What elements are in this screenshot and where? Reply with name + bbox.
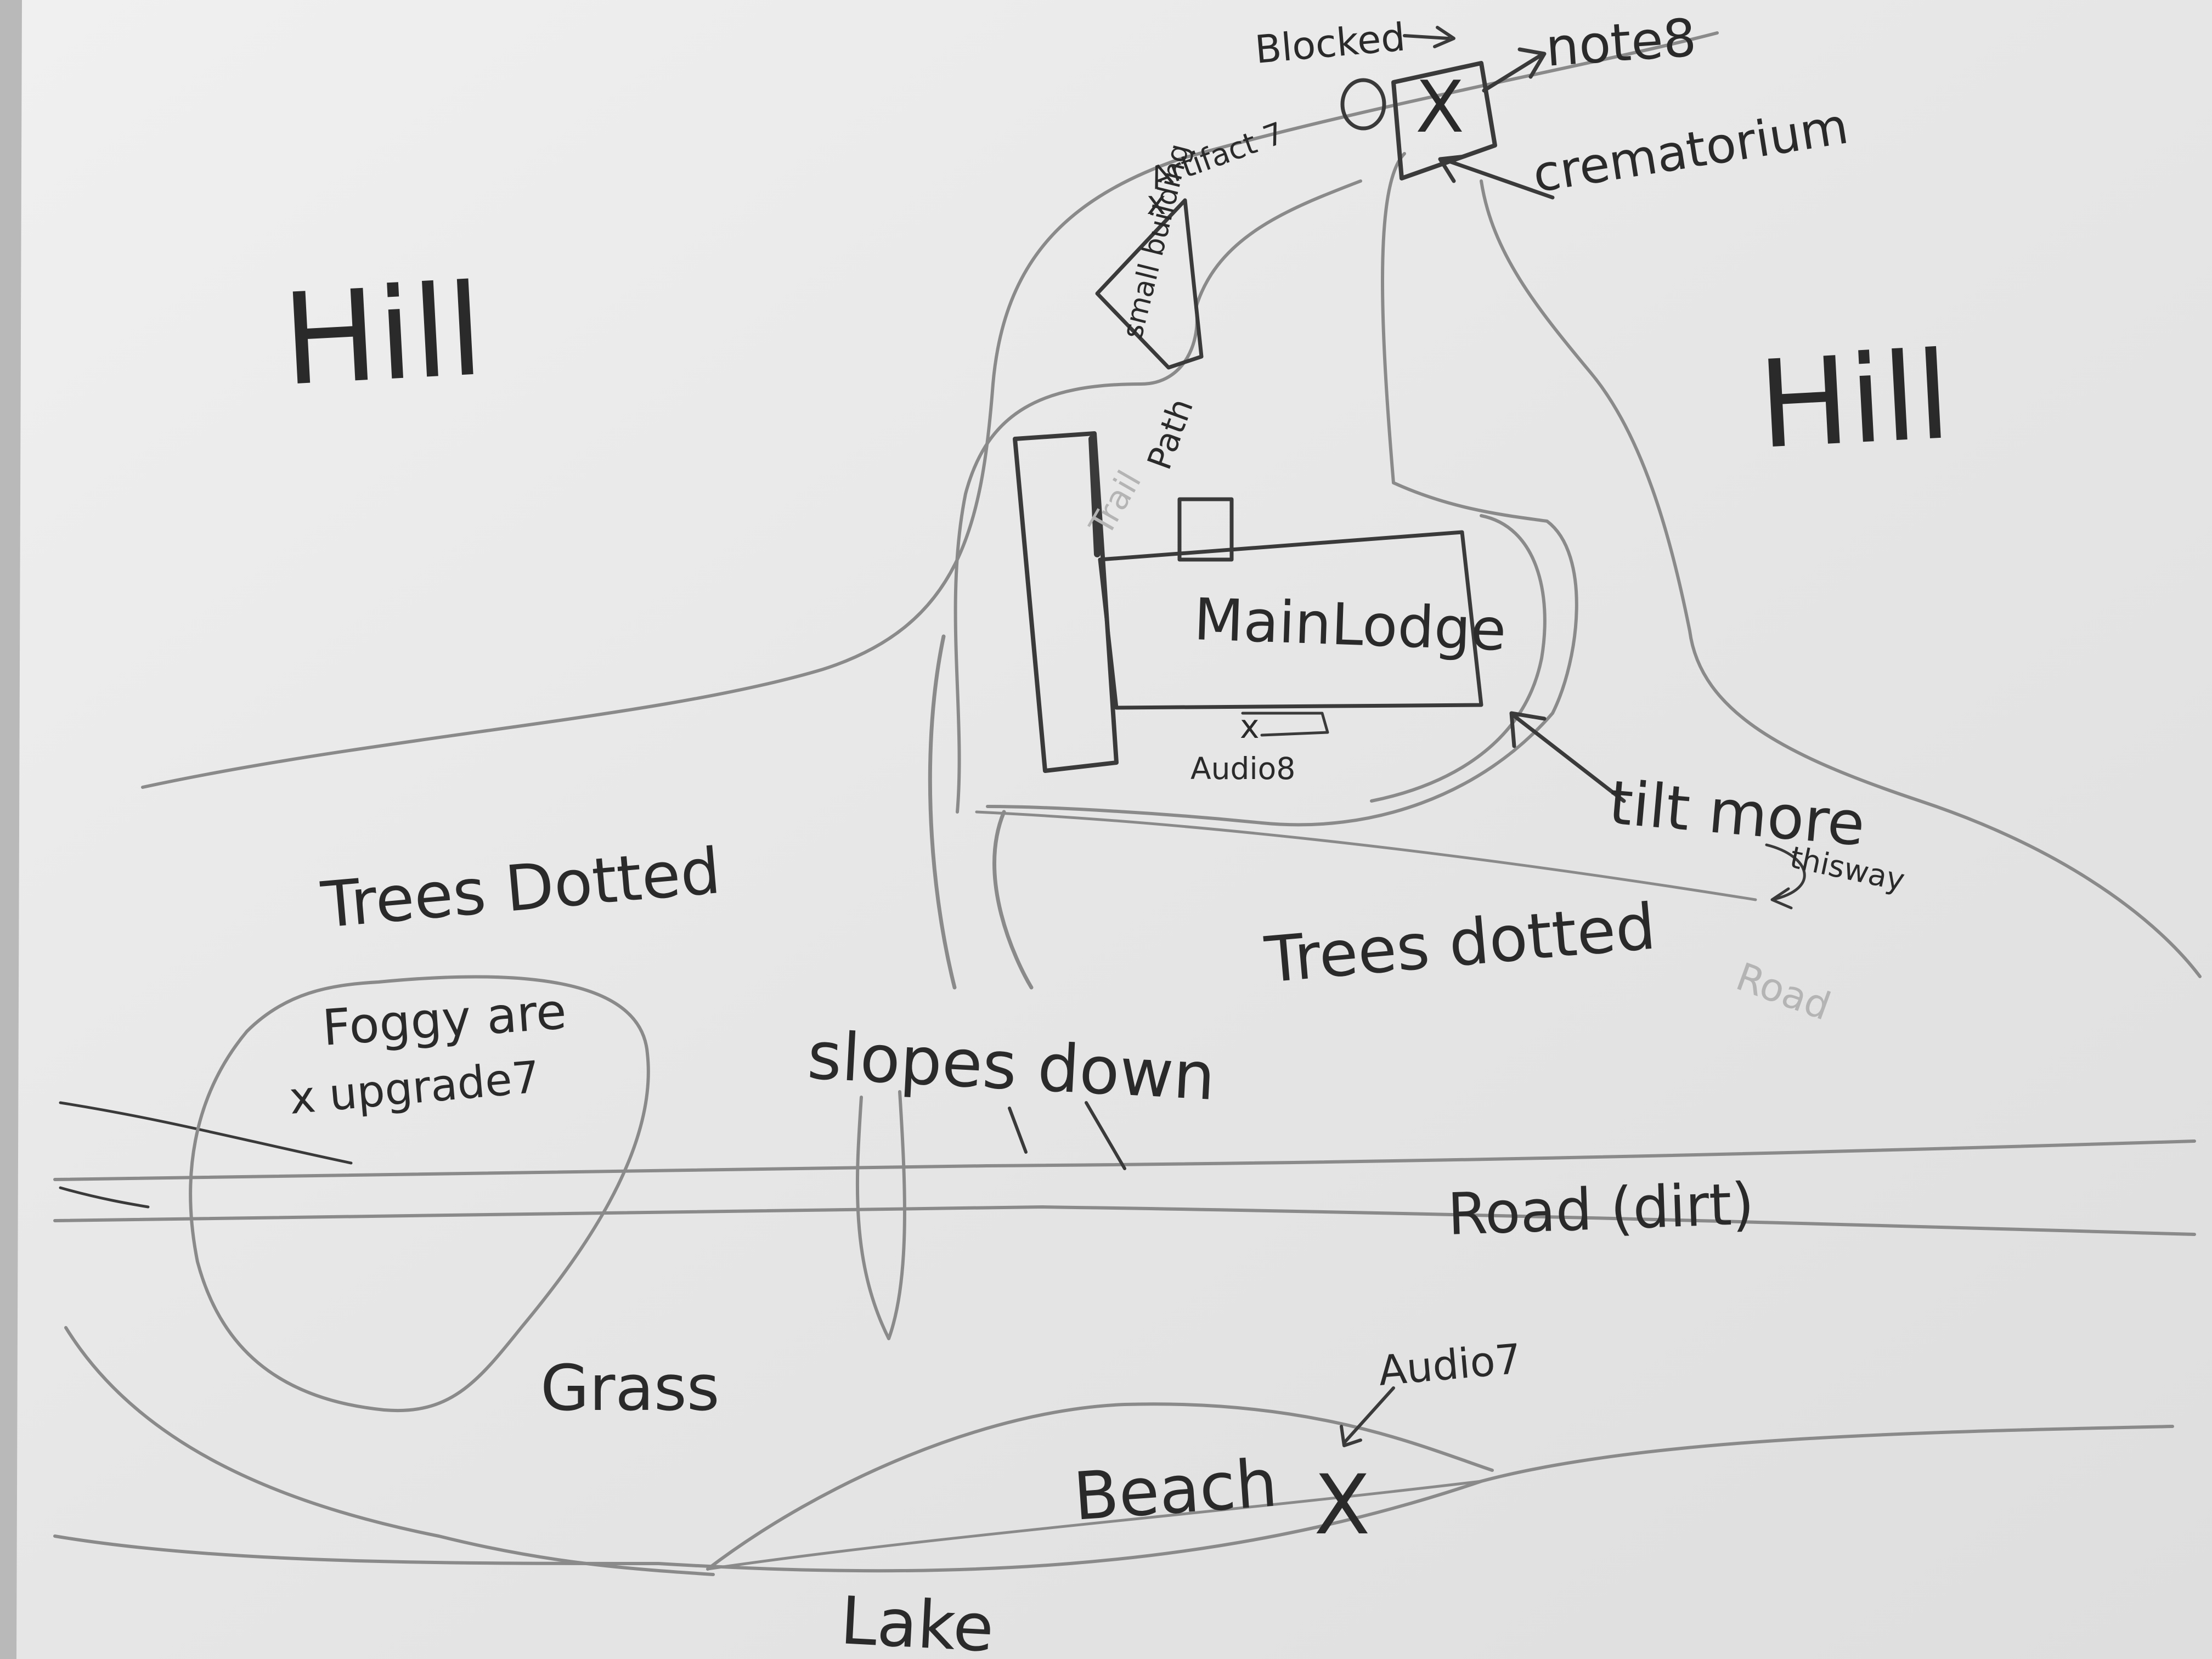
audio8-x-mark: x [1240,708,1260,746]
beach-label: Beach [1071,1445,1280,1536]
hill-left-label: Hill [279,257,487,414]
audio7-x-mark: X [1314,1458,1370,1553]
tilt-arrow [1509,711,1626,803]
main-lodge-body [1098,530,1483,710]
paper-sheet [16,0,2212,1659]
beach-upper-line [706,1480,1483,1571]
left-road-strokes-1 [59,1101,353,1165]
note8-arrow [1482,47,1547,93]
right-hill-boundary [1480,179,2202,978]
road-lower-edge [53,1205,2196,1236]
beach-hump [706,1402,1494,1571]
lake-label: Lake [838,1583,995,1659]
main-lodge-west-wing [1013,431,1119,773]
road-upper-edge [53,1139,2196,1181]
blocked-marker [1340,78,1386,131]
audio8-label: Audio8 [1190,751,1295,786]
slope-stroke-1 [1008,1107,1028,1154]
slopes-down-arrow [855,1090,906,1340]
audio7-arrow [1340,1386,1395,1447]
lake-shoreline [53,1425,2174,1573]
tree-line-right [975,810,1757,901]
artifact-x-mark: x [1147,184,1166,222]
grass-label: Grass [540,1352,720,1425]
slope-path-right [992,810,1034,990]
hill-right-label: Hill [1755,325,1954,476]
main-lodge-label: MainLodge [1193,586,1507,664]
lodge-small-square [1177,497,1234,562]
left-road-strokes-2 [59,1186,150,1209]
lodge-porch [1241,712,1329,737]
small-building-shape [1095,198,1204,370]
foggy-area-outline [189,975,650,1413]
road-dirt-label: Road (dirt) [1447,1171,1756,1248]
crematorium-arrow [1438,154,1555,200]
lodge-surround [953,152,1578,827]
slope-stroke-2 [1085,1101,1126,1170]
grass-boundary [64,1326,715,1576]
note8-label: note8 [1544,8,1698,78]
this-way-curl-icon [1765,843,1806,910]
main-lodge-west-wing-hatch [1088,436,1101,557]
crematorium-building [1391,61,1497,180]
slope-path-left [928,634,957,990]
blocked-arrow [1403,26,1455,48]
lodge-right-loop [1370,514,1547,803]
crematorium-x-mark: X [1415,65,1464,149]
